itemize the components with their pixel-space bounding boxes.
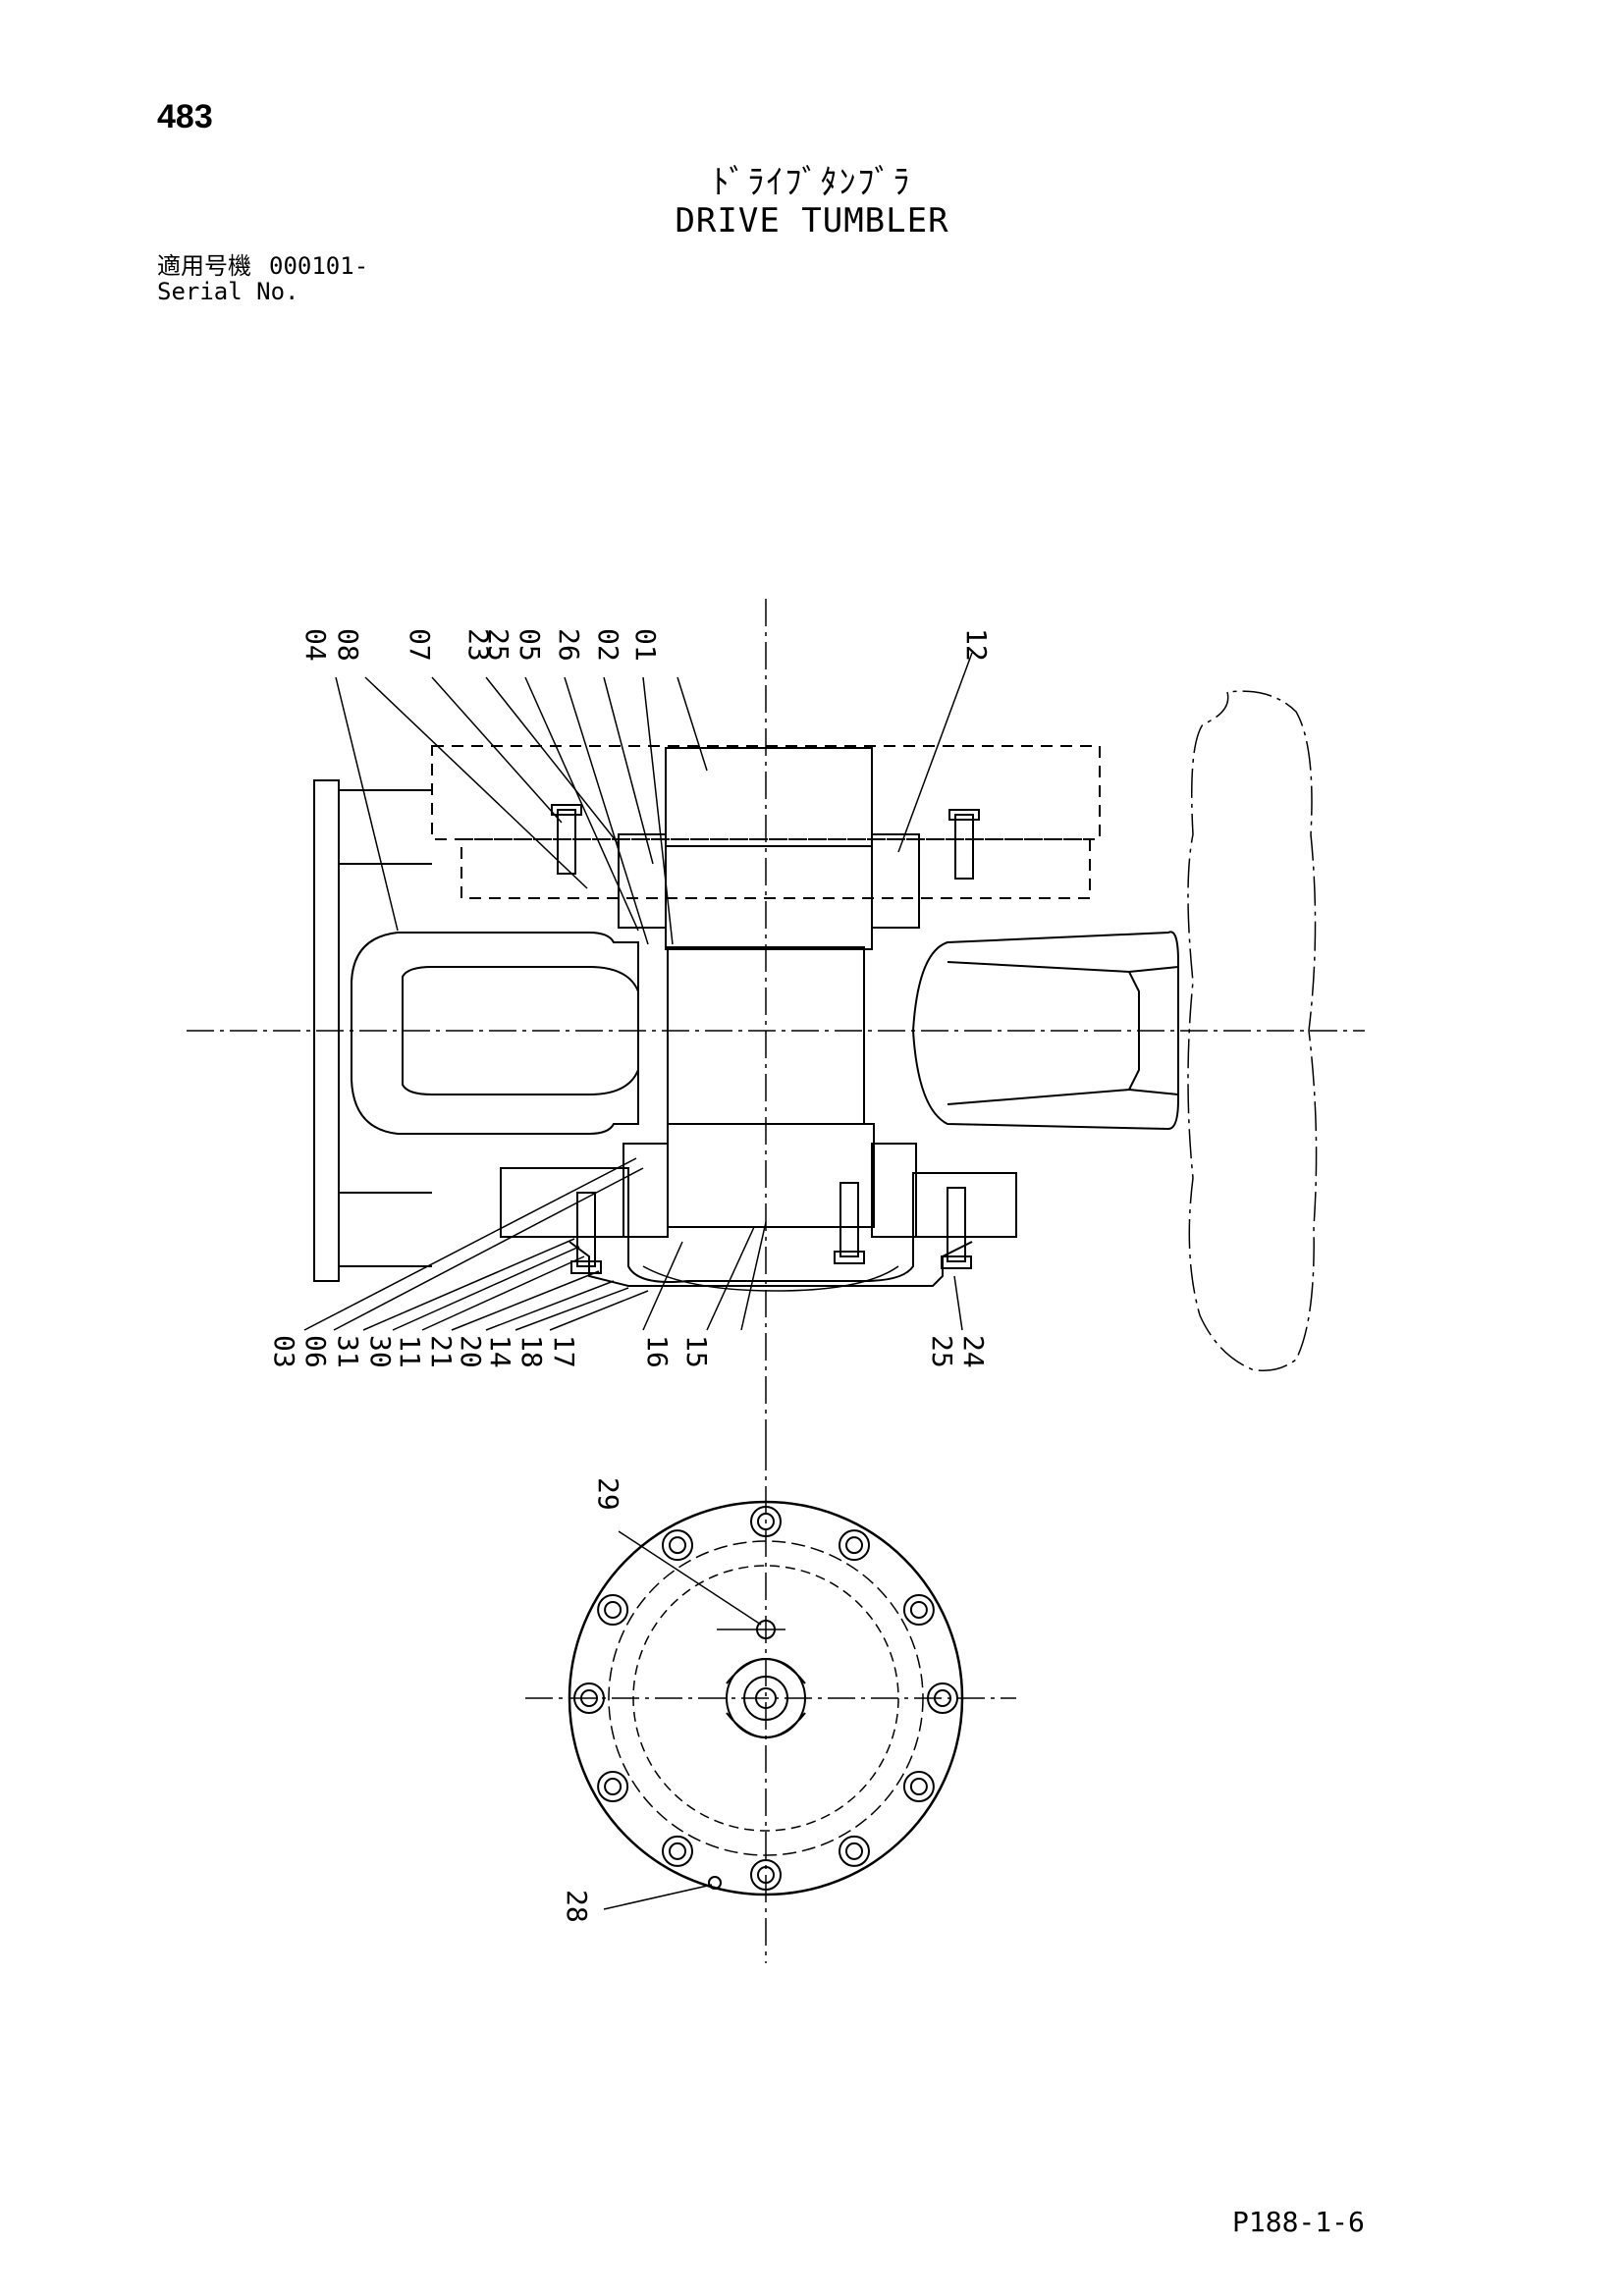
- title-english: DRIVE TUMBLER: [675, 201, 949, 240]
- page-number: 483: [157, 98, 213, 135]
- bolt-head: [839, 1529, 870, 1562]
- part-label: 15: [680, 1335, 713, 1368]
- part-label: 31: [332, 1335, 364, 1368]
- bolt-head: [662, 1835, 693, 1867]
- part-label: 25: [482, 628, 514, 662]
- bolt-head: [750, 1506, 782, 1537]
- part-label: 08: [332, 628, 364, 662]
- part-label: 14: [484, 1335, 516, 1368]
- bolt-hole: [757, 1866, 775, 1884]
- leader-lines-end-view: [603, 1530, 762, 1910]
- leader-lines-bottom: [303, 1157, 963, 1331]
- serial-label-en: Serial No.: [157, 278, 299, 305]
- title-japanese: ﾄﾞﾗｲﾌﾞﾀﾝﾌﾞﾗ: [712, 163, 912, 202]
- serial-block: 適用号機 000101- Serial No.: [157, 253, 368, 304]
- footer-code: P188-1-6: [1232, 2206, 1365, 2238]
- bolt-hole: [669, 1842, 686, 1860]
- bolts: [551, 804, 980, 1274]
- part-label: 25: [926, 1335, 958, 1368]
- part-label: 26: [553, 628, 585, 662]
- bolt-hole: [934, 1689, 951, 1707]
- bolt-head: [902, 1771, 935, 1802]
- bolt-head: [839, 1835, 870, 1867]
- bolt-head: [597, 1771, 629, 1802]
- serial-value: 000101-: [269, 252, 369, 280]
- track-shoe-outline: [1187, 690, 1318, 1371]
- part-label: 28: [561, 1890, 593, 1923]
- part-label: 01: [629, 628, 662, 662]
- bolt-head: [927, 1682, 958, 1714]
- leader-lines-top: [335, 652, 973, 945]
- shaft-and-bearings: [618, 833, 920, 1292]
- part-label: 18: [515, 1335, 548, 1368]
- part-label: 11: [394, 1335, 426, 1368]
- part-label: 12: [960, 628, 993, 662]
- part-label: 21: [425, 1335, 458, 1368]
- bolt-hole: [604, 1778, 623, 1795]
- sprocket-section: [351, 931, 1179, 1135]
- part-label: 02: [592, 628, 624, 662]
- part-label: 24: [957, 1335, 990, 1368]
- bolt-head: [573, 1682, 605, 1714]
- end-view: [568, 1500, 964, 1896]
- part-labels-end-view: 29 28: [561, 1477, 624, 1923]
- bolt-hole: [757, 1513, 775, 1530]
- part-label: 07: [404, 628, 436, 662]
- bolt-head: [662, 1529, 693, 1562]
- part-label: 16: [641, 1335, 674, 1368]
- part-label: 03: [268, 1335, 300, 1368]
- frame-lines: [313, 779, 432, 1282]
- bolt-hole: [845, 1536, 863, 1555]
- bolt-hole: [909, 1601, 928, 1619]
- part-label: 23: [462, 628, 495, 662]
- bolt-hole: [580, 1689, 598, 1707]
- end-view-bolt-ring: [573, 1506, 958, 1891]
- bolt-hole: [669, 1536, 686, 1555]
- bolt-head: [902, 1594, 935, 1626]
- part-label: 04: [299, 628, 332, 662]
- part-label: 05: [514, 628, 546, 662]
- part-label: 29: [592, 1477, 624, 1511]
- part-label: 20: [455, 1335, 487, 1368]
- bolt-head: [597, 1594, 629, 1626]
- part-label: 06: [299, 1335, 332, 1368]
- serial-row: 適用号機 000101-: [157, 253, 368, 279]
- bolt-head: [750, 1859, 782, 1891]
- bolt-hole: [909, 1778, 928, 1795]
- bolt-hole: [845, 1842, 863, 1860]
- bolt-hole: [604, 1601, 623, 1619]
- part-label: 30: [364, 1335, 397, 1368]
- serial-label-jp: 適用号機: [157, 252, 251, 280]
- part-label: 17: [548, 1335, 580, 1368]
